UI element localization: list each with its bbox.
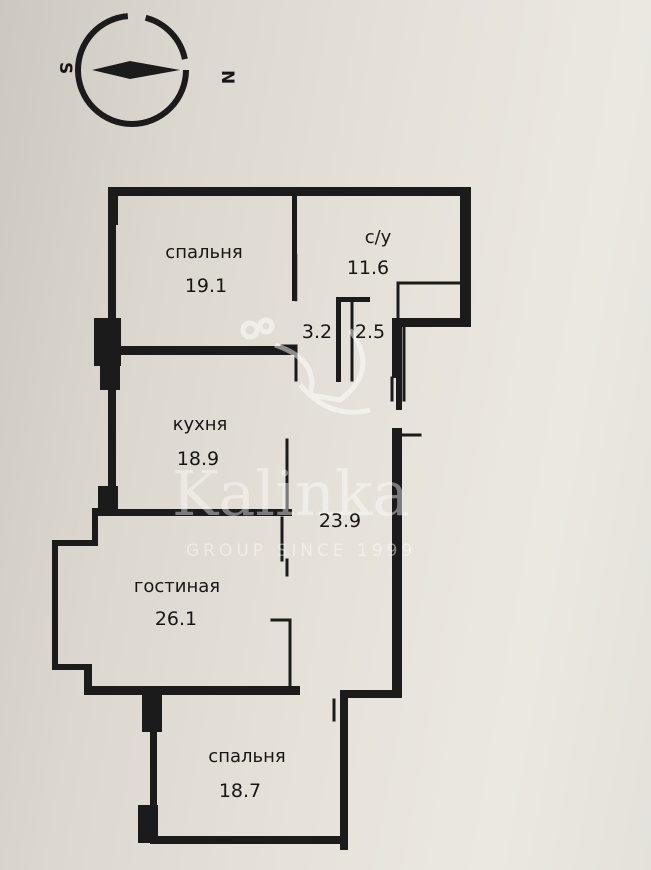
- room-name-living-room: гостиная: [134, 576, 220, 597]
- room-area-small-2: 2.5: [355, 321, 385, 343]
- room-area-living-room: 26.1: [155, 608, 197, 630]
- compass-ring: [75, 13, 189, 127]
- room-name-bathroom: с/у: [365, 227, 392, 248]
- compass-north-label: N: [217, 70, 237, 84]
- watermark-brand: Kalinka: [172, 457, 409, 530]
- compass-needle-icon: [92, 61, 180, 79]
- room-area-bedroom-1: 19.1: [185, 275, 227, 297]
- room-area-kitchen: 18.9: [177, 448, 219, 470]
- compass-south-label: S: [55, 62, 75, 74]
- watermark-tagline: GROUP SINCE 1999: [186, 541, 416, 561]
- compass: S N: [55, 13, 237, 127]
- room-name-kitchen: кухня: [173, 414, 228, 435]
- watermark: Kalinka GROUP SINCE 1999: [172, 317, 416, 561]
- room-area-bathroom: 11.6: [347, 257, 389, 279]
- room-labels: спальня 19.1 с/у 11.6 3.2 2.5 кухня 18.9…: [134, 227, 392, 802]
- watermark-logo-icon: [240, 317, 371, 415]
- room-area-hall: 23.9: [319, 510, 361, 532]
- room-area-bedroom-2: 18.7: [219, 780, 261, 802]
- room-name-bedroom-2: спальня: [208, 746, 285, 767]
- room-area-small-1: 3.2: [302, 321, 332, 343]
- room-name-bedroom-1: спальня: [165, 242, 242, 263]
- walls: [52, 187, 471, 850]
